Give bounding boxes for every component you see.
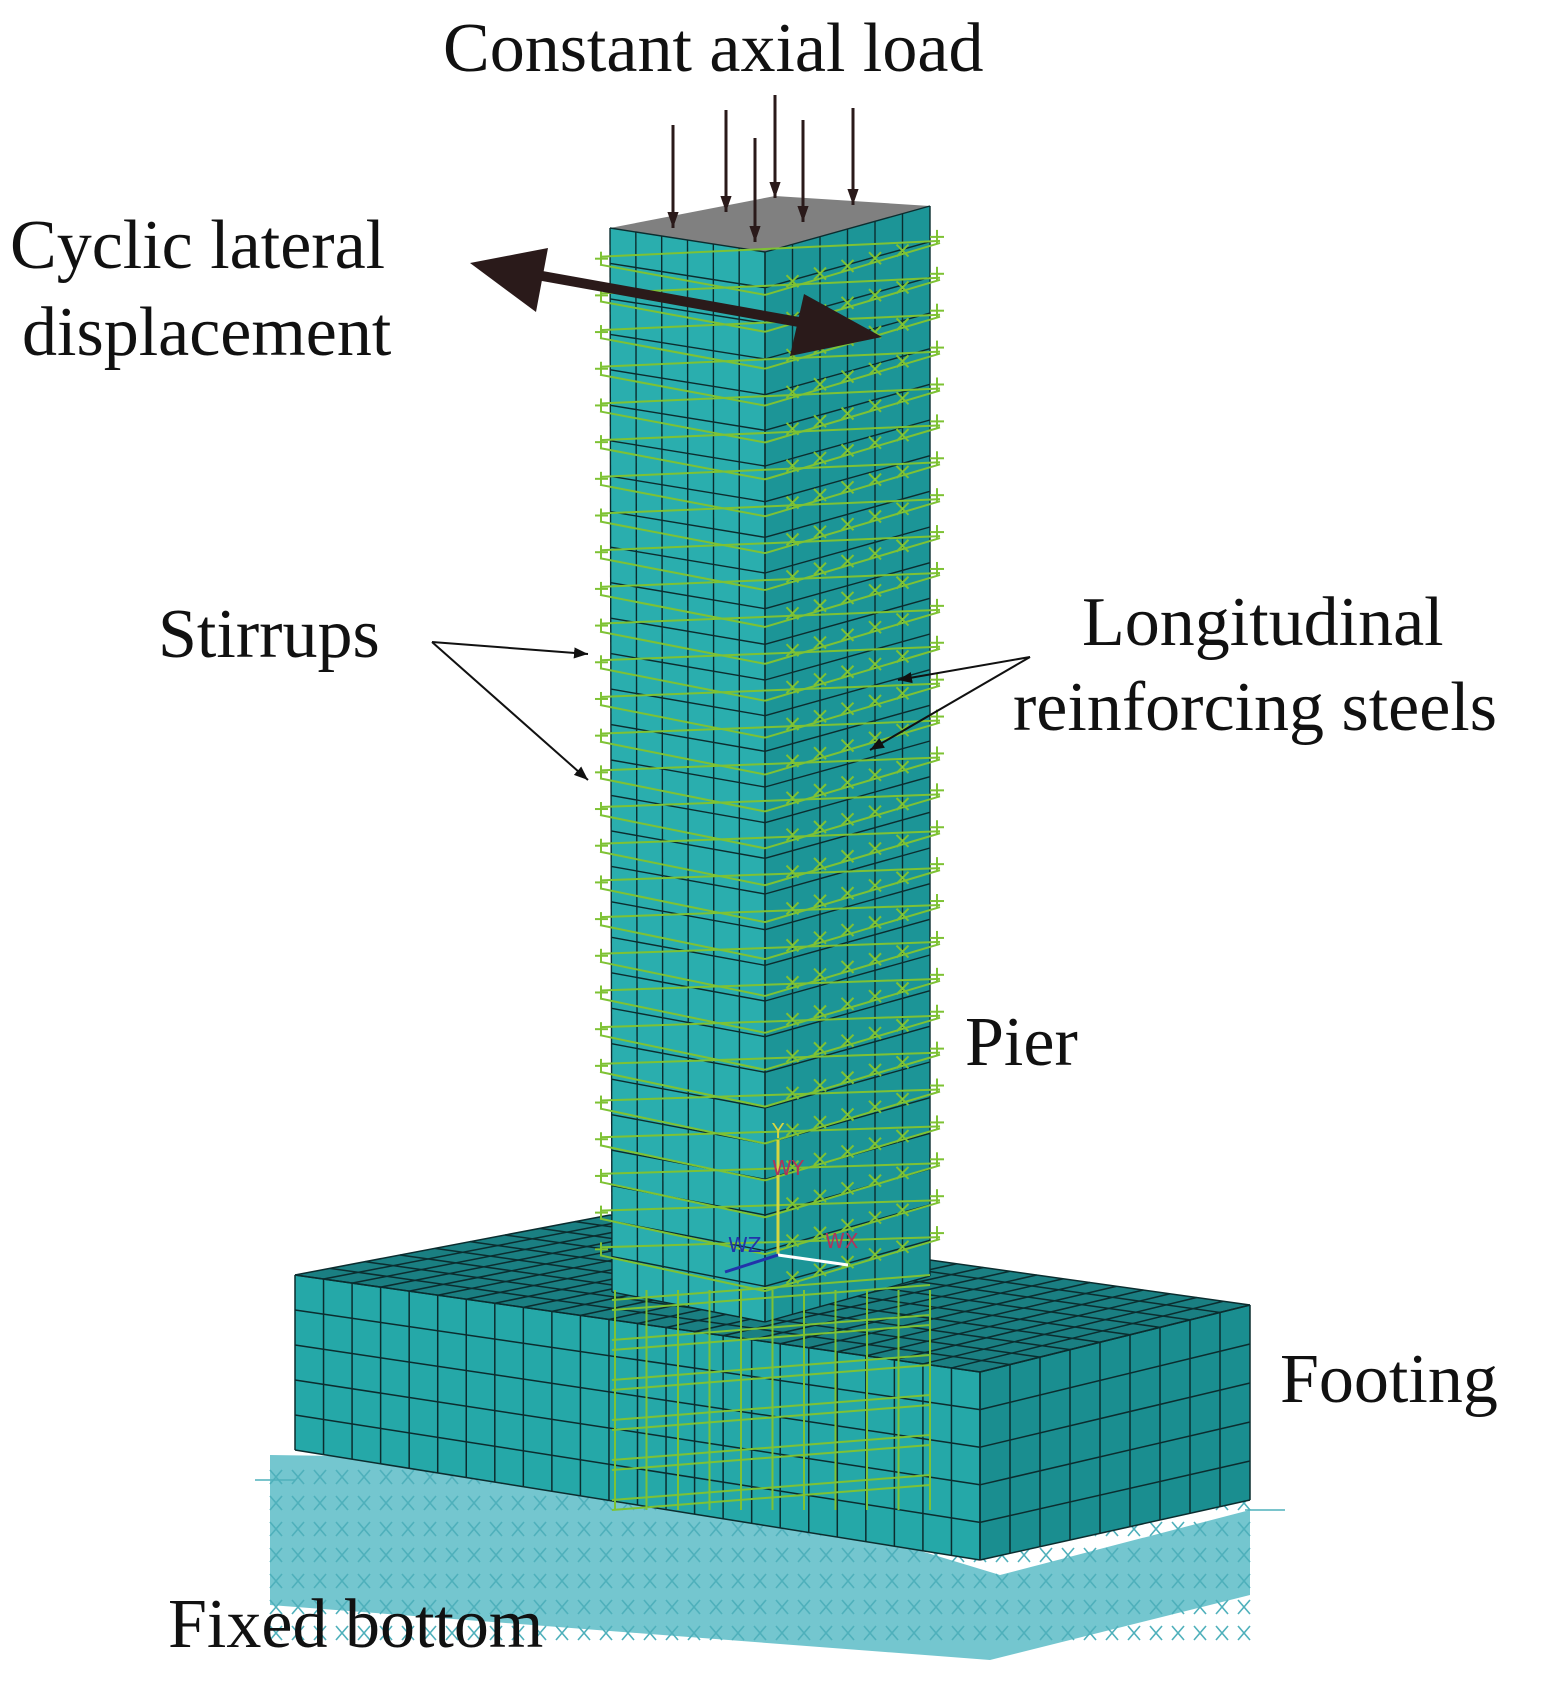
label-displacement: displacement	[22, 290, 391, 376]
label-cyclic-lateral: Cyclic lateral	[10, 203, 385, 289]
label-longitudinal: Longitudinal	[1082, 580, 1444, 666]
triad-wy-label: WY	[772, 1156, 805, 1180]
label-reinforcing-steels: reinforcing steels	[1013, 665, 1497, 751]
triad-y-label: Y	[771, 1119, 785, 1143]
label-stirrups: Stirrups	[158, 592, 380, 678]
triad-wz-label: WZ	[728, 1233, 761, 1257]
label-pier: Pier	[965, 1000, 1078, 1086]
label-footing: Footing	[1280, 1337, 1498, 1423]
label-fixed-bottom: Fixed bottom	[168, 1582, 543, 1668]
triad-wx-label: WX	[825, 1229, 859, 1253]
label-constant-axial-load: Constant axial load	[443, 6, 983, 92]
